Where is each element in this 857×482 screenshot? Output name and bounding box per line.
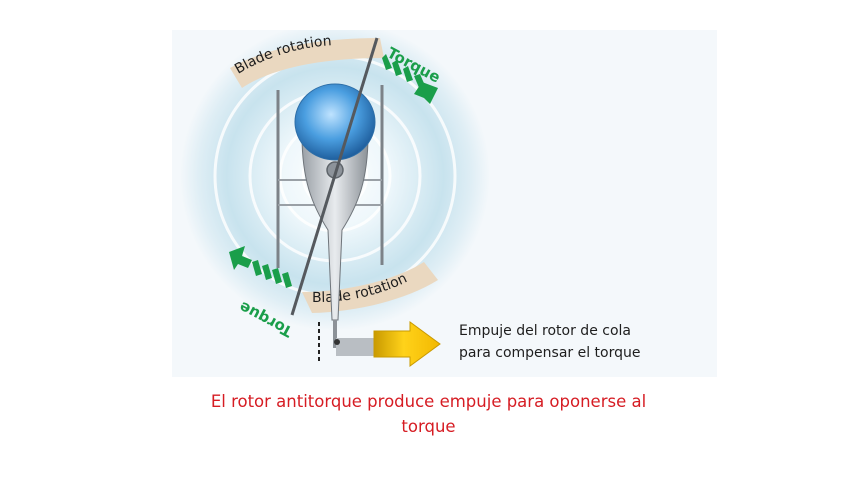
tail-thrust-label-line1: Empuje del rotor de cola (459, 323, 631, 339)
torque-arrow-bottom (229, 246, 292, 288)
fuselage (301, 134, 369, 321)
cockpit-canopy (294, 83, 376, 161)
tail-thrust-label-line2: para compensar el torque (459, 345, 641, 361)
tail-fin (336, 338, 376, 356)
caption-line-1: El rotor antitorque produce empuje para … (210, 392, 647, 411)
caption-line-2: torque (401, 417, 456, 436)
tail-thrust-arrow (373, 321, 441, 367)
torque-arrow-top (382, 54, 438, 104)
main-rotor-blade (290, 37, 379, 316)
helicopter-diagram: Blade rotation Blade rotation (180, 30, 641, 367)
tail-rotor-hub (334, 339, 340, 345)
blade-rotation-band-top (230, 38, 384, 88)
helicopter-torque-figure: Blade rotation Blade rotation (172, 30, 717, 377)
